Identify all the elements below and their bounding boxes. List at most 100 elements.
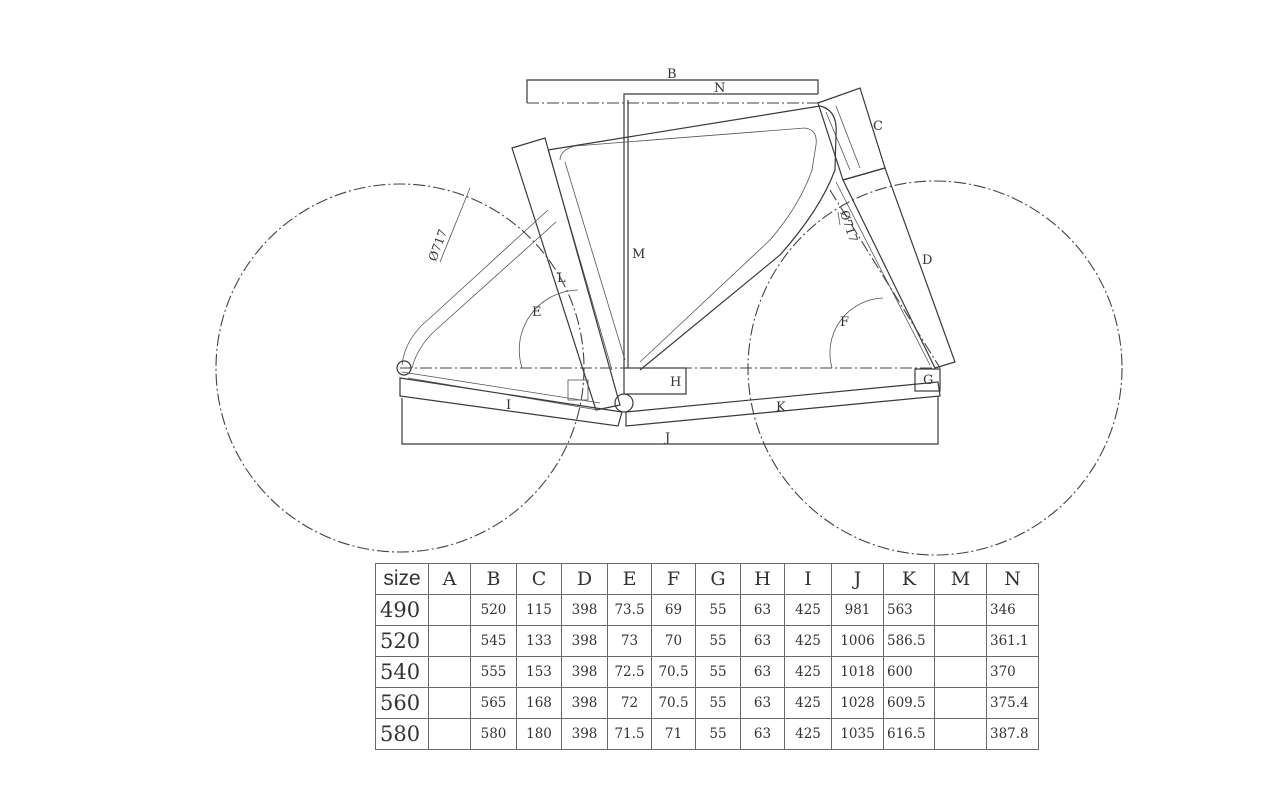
label-i: I bbox=[506, 398, 511, 413]
table-cell: 425 bbox=[784, 625, 832, 657]
table-cell: 425 bbox=[784, 687, 832, 719]
table-cell: 609.5 bbox=[883, 687, 935, 719]
table-cell: 153 bbox=[516, 656, 562, 688]
head-tube: C bbox=[817, 87, 886, 181]
table-cell: 346 bbox=[986, 594, 1039, 626]
label-b: B bbox=[667, 67, 677, 82]
table-cell: 71 bbox=[651, 718, 696, 750]
table-cell: 55 bbox=[695, 687, 741, 719]
dimension-n: N bbox=[527, 81, 820, 368]
table-cell: 600 bbox=[883, 656, 935, 688]
table-cell: 180 bbox=[516, 718, 562, 750]
table-cell: 580 bbox=[470, 718, 517, 750]
label-c: C bbox=[873, 119, 883, 134]
table-header-row: size A B C D E F G H I J K M N bbox=[375, 563, 1039, 595]
size-cell: 580 bbox=[375, 718, 429, 750]
frame-main-triangle: M bbox=[547, 100, 837, 371]
label-k: K bbox=[776, 400, 786, 415]
table-cell: 63 bbox=[740, 594, 785, 626]
table-cell: 565 bbox=[470, 687, 517, 719]
label-j: J bbox=[663, 431, 670, 446]
table-cell bbox=[934, 656, 987, 688]
col-header: I bbox=[784, 563, 832, 595]
table-cell: 133 bbox=[516, 625, 562, 657]
col-header: M bbox=[934, 563, 987, 595]
table-cell bbox=[428, 625, 471, 657]
table-cell: 1035 bbox=[831, 718, 884, 750]
table-cell bbox=[934, 625, 987, 657]
table-cell: 398 bbox=[561, 656, 608, 688]
table-cell: 70.5 bbox=[651, 687, 696, 719]
table-cell bbox=[428, 687, 471, 719]
col-header: F bbox=[651, 563, 696, 595]
col-header: D bbox=[561, 563, 608, 595]
table-cell bbox=[428, 594, 471, 626]
table-cell bbox=[934, 687, 987, 719]
table-cell: 425 bbox=[784, 594, 832, 626]
size-cell: 560 bbox=[375, 687, 429, 719]
table-cell bbox=[428, 656, 471, 688]
col-header: E bbox=[607, 563, 652, 595]
table-cell: 425 bbox=[784, 656, 832, 688]
col-header: A bbox=[428, 563, 471, 595]
col-header: N bbox=[986, 563, 1039, 595]
table-cell: 616.5 bbox=[883, 718, 935, 750]
table-cell: 63 bbox=[740, 687, 785, 719]
table-cell bbox=[934, 718, 987, 750]
col-header: C bbox=[516, 563, 562, 595]
seat-tube: L bbox=[511, 137, 621, 411]
front-wheel-diameter-callout: Ø717 bbox=[837, 209, 860, 244]
col-header: B bbox=[470, 563, 517, 595]
table-cell: 1018 bbox=[831, 656, 884, 688]
table-cell: 55 bbox=[695, 625, 741, 657]
table-cell: 398 bbox=[561, 594, 608, 626]
label-f: F bbox=[840, 315, 849, 330]
rear-wheel-diameter-callout: Ø717 bbox=[426, 187, 471, 263]
angle-f: F bbox=[829, 297, 884, 369]
dimension-g: G bbox=[914, 368, 941, 392]
table-cell: 71.5 bbox=[607, 718, 652, 750]
col-header: H bbox=[740, 563, 785, 595]
table-cell: 1006 bbox=[831, 625, 884, 657]
table-cell: 72 bbox=[607, 687, 652, 719]
table-cell: 72.5 bbox=[607, 656, 652, 688]
table-cell: 70 bbox=[651, 625, 696, 657]
table-cell: 63 bbox=[740, 656, 785, 688]
col-header: size bbox=[375, 563, 429, 595]
table-cell: 55 bbox=[695, 656, 741, 688]
table-cell: 73.5 bbox=[607, 594, 652, 626]
table-cell: 370 bbox=[986, 656, 1039, 688]
table-cell: 115 bbox=[516, 594, 562, 626]
table-cell: 361.1 bbox=[986, 625, 1039, 657]
table-cell: 545 bbox=[470, 625, 517, 657]
table-cell: 398 bbox=[561, 718, 608, 750]
label-l: L bbox=[557, 271, 566, 286]
table-cell: 398 bbox=[561, 625, 608, 657]
table-cell: 398 bbox=[561, 687, 608, 719]
dimension-k: K bbox=[625, 381, 941, 427]
col-header: G bbox=[695, 563, 741, 595]
table-cell: 73 bbox=[607, 625, 652, 657]
dimension-h: H bbox=[623, 367, 687, 395]
label-e: E bbox=[532, 305, 542, 320]
dimension-j: J bbox=[401, 396, 939, 446]
label-m: M bbox=[632, 247, 645, 262]
table-cell: 70.5 bbox=[651, 656, 696, 688]
table-cell: 586.5 bbox=[883, 625, 935, 657]
label-d: D bbox=[922, 253, 932, 268]
table-cell: 63 bbox=[740, 625, 785, 657]
table-cell: 55 bbox=[695, 718, 741, 750]
angle-e: E bbox=[518, 289, 579, 369]
size-cell: 540 bbox=[375, 656, 429, 688]
table-cell: 69 bbox=[651, 594, 696, 626]
label-n: N bbox=[714, 81, 725, 96]
table-cell bbox=[934, 594, 987, 626]
table-cell: 563 bbox=[883, 594, 935, 626]
